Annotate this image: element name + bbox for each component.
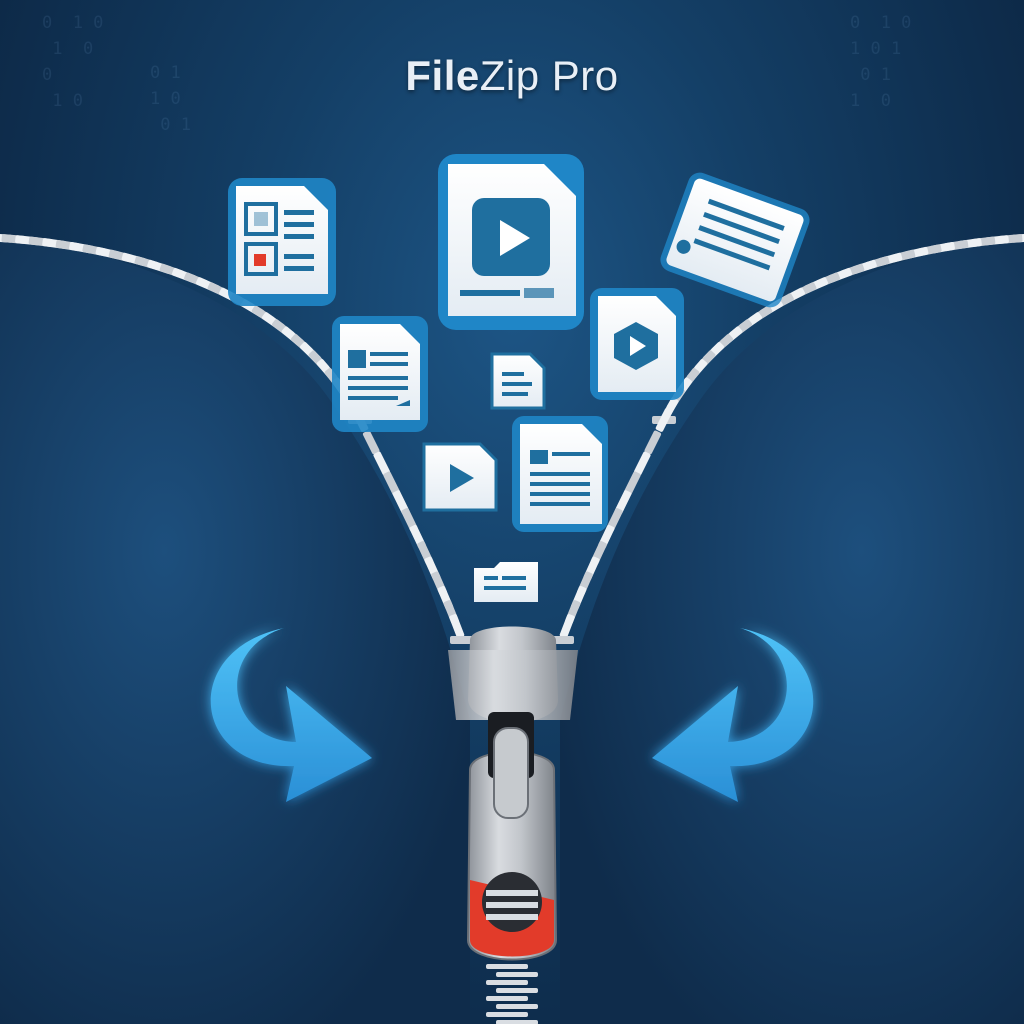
zipper-tooth-right [559,614,575,639]
fabric-left-half [0,235,470,1024]
binary-rain-left-2: 0 1 1 0 0 1 [150,63,191,135]
video-thumbnail-icon [422,442,498,512]
zipper-tooth-closed [486,980,528,985]
zipper-tooth-closed [496,972,538,977]
zipper-tooth-left [449,614,465,639]
arrow-left-icon [210,628,372,802]
folder-icon [474,562,538,602]
binary-rain-left: 0 1 0 1 0 0 1 0 [42,13,104,111]
small-text-file-icon [490,352,546,410]
zipper-tooth-left [383,471,400,496]
zipper-teeth-right [550,233,1024,644]
zipper-tooth-closed [496,988,538,993]
image-document-icon [228,178,336,306]
app-title-bold: File [405,52,480,99]
zipper-tooth-closed [496,1020,538,1024]
zipper-tooth-right [634,451,651,476]
fabric-right-half [560,235,1024,1024]
text-document-icon [660,172,810,308]
zipper-tooth-left [373,451,390,476]
zipper-tooth-left [392,490,410,514]
article-file-icon [512,416,608,532]
video-file-icon [438,154,584,330]
zipper-tooth-right [614,490,632,514]
doc-file-icon [332,316,428,432]
zipper-tooth-right [644,430,662,455]
zipper-teeth-bottom [486,964,538,1024]
app-title: FileZip Pro [0,52,1024,100]
binary-rain-right: 0 1 0 1 0 1 0 1 1 0 [850,13,912,111]
zipper-tooth-left [450,636,474,644]
zipper-tooth-closed [496,1004,538,1009]
zipper-tooth-closed [486,1012,528,1017]
zipper-tooth-closed [486,964,528,969]
zipper-tooth-right [624,471,641,496]
arrow-right-icon [652,628,814,802]
video-badge-file-icon [590,288,684,400]
zipper-slider [448,626,578,723]
zipper-tooth-right [655,408,673,432]
zipper-pull-tab [466,712,558,961]
zipper-tooth-closed [486,996,528,1001]
zipper-tooth-left [362,430,380,455]
app-title-regular: Zip Pro [479,52,619,99]
